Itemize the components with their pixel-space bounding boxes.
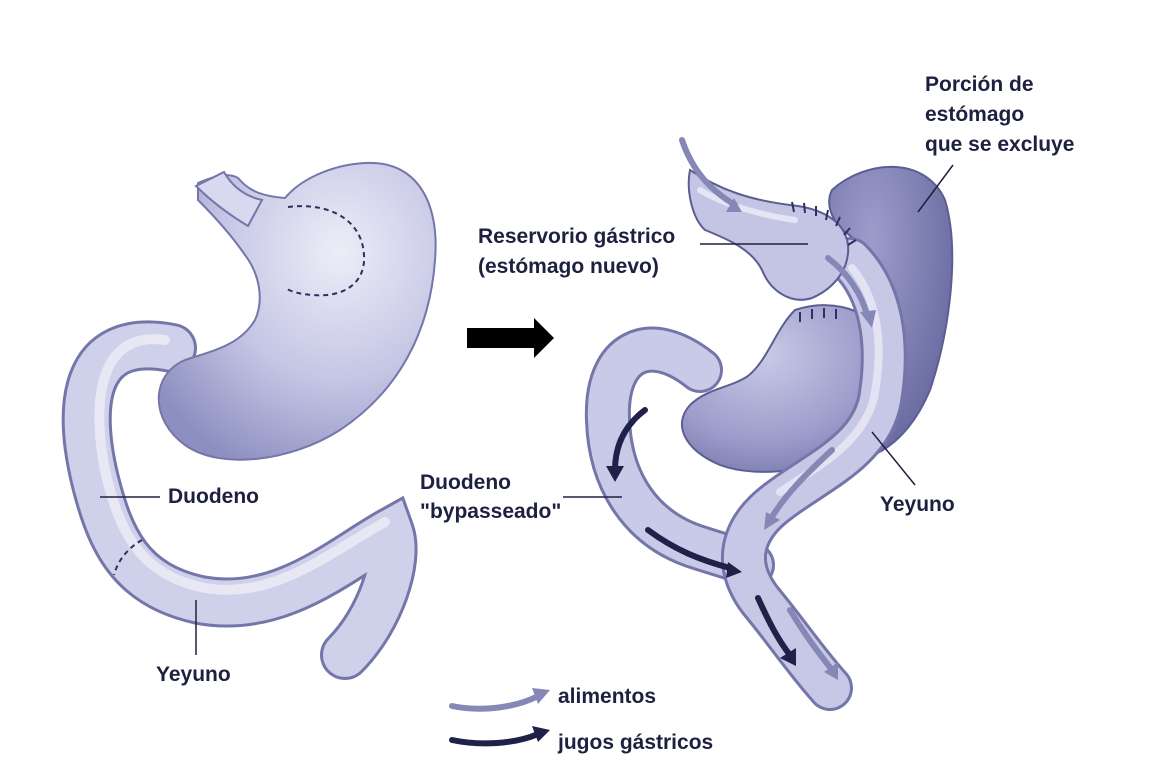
food-arrowheads xyxy=(726,198,876,680)
label-reservorio-line-1: Reservorio gástrico xyxy=(478,225,676,248)
label-duodeno-right-line-2: "bypasseado" xyxy=(420,500,562,523)
label-porcion: Porción de estómago que se excluye xyxy=(925,70,1074,160)
gastric-pouch-highlight xyxy=(697,187,798,223)
label-reservorio: Reservorio gástrico (estómago nuevo) xyxy=(478,222,675,282)
juice-legend-arrowhead xyxy=(532,726,550,742)
legend xyxy=(449,688,550,747)
left-stomach xyxy=(157,161,437,461)
curved-arrow-icon xyxy=(449,731,541,747)
left-intestine-highlight xyxy=(94,334,390,595)
label-duodeno-left: Duodeno xyxy=(168,485,259,508)
right-arrow-icon xyxy=(467,318,554,358)
staple-line-upper xyxy=(791,201,857,246)
label-yeyuno-left: Yeyuno xyxy=(156,663,231,686)
curved-arrow-icon xyxy=(449,693,541,712)
left-intestine xyxy=(64,323,415,677)
left-boundary-dashed xyxy=(113,539,143,576)
label-porcion-line-3: que se excluye xyxy=(925,133,1075,156)
legend-food-label: alimentos xyxy=(558,685,657,708)
leader-porcion xyxy=(917,164,954,213)
label-duodeno-right: Duodeno "bypasseado" xyxy=(420,468,561,526)
label-reservorio-line-2: (estómago nuevo) xyxy=(478,255,659,278)
left-pouch-dashed xyxy=(284,205,366,297)
juice-arrowheads xyxy=(606,466,796,666)
food-legend-arrowhead xyxy=(532,688,550,704)
leader-yeyuno-right xyxy=(871,431,916,486)
juice-flow-arrows xyxy=(612,407,793,658)
label-duodeno-right-line-1: Duodeno xyxy=(420,471,511,494)
left-esophagus xyxy=(194,170,264,228)
staple-line-lower xyxy=(799,308,837,322)
label-yeyuno-right: Yeyuno xyxy=(880,493,955,516)
bypass-anatomy xyxy=(563,137,954,711)
legend-juice-label: jugos gástricos xyxy=(558,731,714,754)
normal-anatomy xyxy=(61,161,437,680)
label-porcion-line-2: estómago xyxy=(925,103,1025,126)
label-porcion-line-1: Porción de xyxy=(925,73,1034,96)
